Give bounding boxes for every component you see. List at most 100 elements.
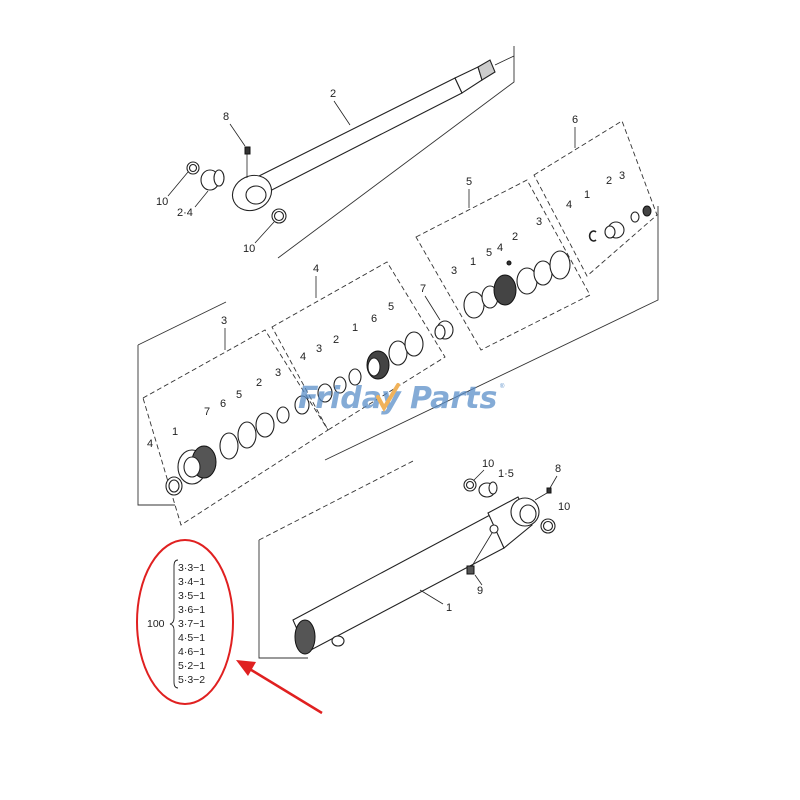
seal-kit-item: 3·3−1: [178, 562, 205, 574]
tube-end-thread: [294, 619, 316, 655]
label-tube: 1: [446, 602, 452, 614]
group-frame-left: [137, 345, 175, 506]
g3-part-5: [255, 412, 275, 438]
tube-frame-left: [258, 540, 308, 659]
label-g4-spacer: 7: [420, 283, 426, 295]
seal-kit-brace: [169, 559, 179, 689]
group-3-box: [142, 329, 329, 526]
group-boxes: [142, 120, 658, 526]
label-g4-5: 5: [388, 301, 394, 313]
seal-kit-item: 5·3−2: [178, 674, 205, 686]
label-tube-seal-top: 10: [482, 458, 494, 470]
tube-frame-top: [258, 459, 416, 541]
label-tube-seal-right: 10: [558, 501, 570, 513]
label-g5-3: 3: [451, 265, 457, 277]
group-5-parts: 3 1 5 4 2 3: [451, 216, 571, 319]
g5-part-4: [506, 260, 512, 266]
group-4-parts: 4 3 2 1 6 5 7: [300, 283, 454, 403]
assembly-frame-lines: [137, 46, 659, 659]
g6-part-4: [588, 230, 597, 242]
highlight-arrow-shaft: [247, 666, 323, 715]
label-g3-5: 5: [236, 389, 242, 401]
label-g5-3b: 3: [536, 216, 542, 228]
g3-part-7: [219, 432, 239, 460]
piston-rod: 8 2·4 10 10: [156, 55, 515, 255]
rod-grease-fitting-icon: [244, 146, 251, 155]
group-3-parts: 4 1 7 6 5 2 3: [147, 367, 310, 496]
seal-kit-item: 3·6−1: [178, 604, 205, 616]
g3-part-2: [276, 406, 290, 424]
highlight-arrow-head-icon: [236, 660, 256, 676]
tube-port-fitting-icon: [466, 565, 475, 575]
seal-kit-number: 100: [147, 618, 165, 630]
label-g5-5: 5: [486, 247, 492, 259]
label-g6-4: 4: [566, 199, 572, 211]
label-rod-seal-left: 10: [156, 196, 168, 208]
tube-end-port: [331, 635, 345, 647]
label-g3-7: 7: [204, 406, 210, 418]
label-g3-4: 4: [147, 438, 153, 450]
label-g5-4: 4: [497, 242, 503, 254]
group-5-box: [415, 179, 591, 351]
g5-part-3b: [549, 250, 571, 280]
label-rod-bushing: 2·4: [177, 207, 193, 219]
tube-body: [292, 514, 505, 653]
label-tube-bushing: 1·5: [498, 468, 514, 480]
label-g5-2: 2: [512, 231, 518, 243]
label-g4-1: 1: [352, 322, 358, 334]
seal-kit-item: 3·4−1: [178, 576, 205, 588]
g3-part-6: [237, 421, 257, 449]
g6-part-2: [630, 211, 640, 223]
g4-part-6: [388, 340, 408, 366]
group-frame-top: [137, 301, 227, 346]
label-rod-grease: 8: [223, 111, 229, 123]
label-group-3: 3: [221, 315, 227, 327]
group-6-box: [533, 120, 658, 277]
highlight-ellipse: [136, 539, 234, 705]
g3-part-3: [294, 395, 310, 415]
label-rod: 2: [330, 88, 336, 100]
rod-frame-line: [277, 46, 515, 259]
label-tube-port: 9: [477, 585, 483, 597]
label-rod-seal-right: 10: [243, 243, 255, 255]
g4-part-2: [348, 368, 362, 386]
label-g5-1: 1: [470, 256, 476, 268]
watermark-text-parts: Parts: [410, 381, 497, 416]
label-g3-2: 2: [256, 377, 262, 389]
watermark-text-friday: Friday: [298, 381, 402, 416]
label-g6-3: 3: [619, 170, 625, 182]
group-4-box: [271, 261, 446, 431]
watermark-registered-mark: ®: [500, 383, 505, 390]
seal-kit-item: 4·6−1: [178, 646, 205, 658]
g4-part-4: [317, 383, 333, 403]
label-g4-2: 2: [333, 334, 339, 346]
g4-part-5: [404, 331, 424, 357]
label-tube-grease: 8: [555, 463, 561, 475]
label-g6-2: 2: [606, 175, 612, 187]
watermark: Friday Parts ®: [298, 381, 505, 416]
group-6-parts: 4 1 2 3: [566, 170, 652, 242]
label-group-5: 5: [466, 176, 472, 188]
watermark-check-icon: [376, 383, 400, 413]
label-g3-6: 6: [220, 398, 226, 410]
group-labels: 2 3 4 5 6: [221, 88, 578, 350]
label-g4-6: 6: [371, 313, 377, 325]
label-group-6: 6: [572, 114, 578, 126]
label-g3-1: 1: [172, 426, 178, 438]
g5-part-3a: [463, 291, 485, 319]
g5-part-2b: [533, 260, 553, 286]
highlight: [136, 539, 323, 715]
seal-kit-item: 5·2−1: [178, 660, 205, 672]
g4-part-3: [333, 376, 347, 394]
seal-kit-item: 4·5−1: [178, 632, 205, 644]
label-group-4: 4: [313, 263, 319, 275]
seal-kit: 100 3·3−1 3·4−1 3·5−1 3·6−1 3·7−1 4·5−1 …: [147, 559, 205, 689]
label-g3-3: 3: [275, 367, 281, 379]
rod-shaft: [254, 77, 463, 196]
tube-grease-fitting-icon: [546, 487, 552, 494]
seal-kit-item: 3·7−1: [178, 618, 205, 630]
seal-kit-item: 3·5−1: [178, 590, 205, 602]
cylinder-tube: 9 1 1·5 10 10 8: [292, 458, 570, 655]
label-g6-1: 1: [584, 189, 590, 201]
